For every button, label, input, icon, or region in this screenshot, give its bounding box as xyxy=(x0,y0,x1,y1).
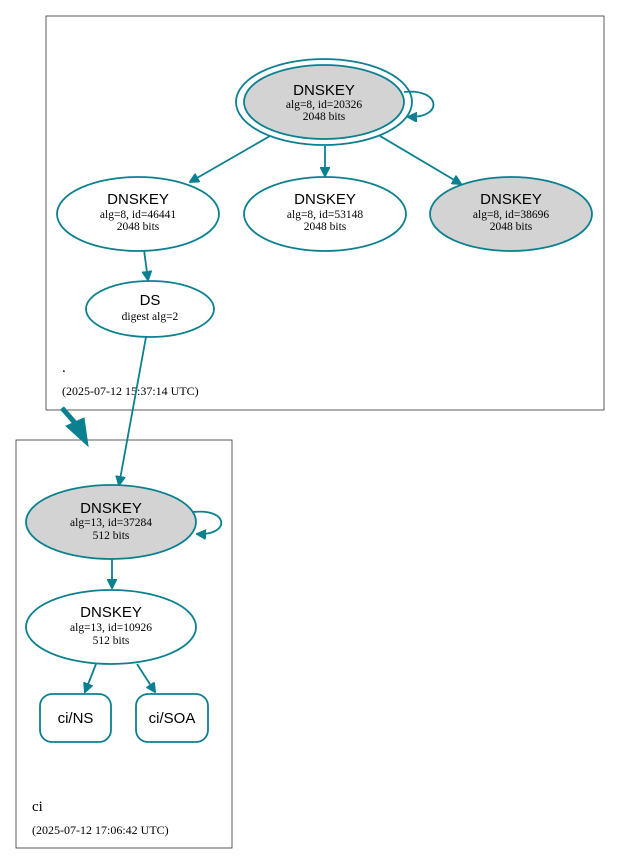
node-ci-soa: ci/SOA xyxy=(135,693,209,743)
edge-ci-zsk-to-ns xyxy=(85,663,97,692)
node-root-ksk-bits: 2048 bits xyxy=(303,111,346,123)
node-38696-alg: alg=8, id=38696 xyxy=(473,209,549,221)
node-10926-title: DNSKEY xyxy=(80,604,142,621)
edges xyxy=(85,90,461,692)
zone-root-name: . xyxy=(62,360,66,376)
node-ci-soa-label: ci/SOA xyxy=(149,710,196,727)
node-38696-bits: 2048 bits xyxy=(490,221,533,233)
edge-root-ksk-to-38696 xyxy=(379,135,461,184)
node-10926-alg: alg=13, id=10926 xyxy=(70,622,152,634)
node-root-ksk-alg: alg=8, id=20326 xyxy=(286,99,362,111)
node-ci-ksk-37284: DNSKEY alg=13, id=37284 512 bits xyxy=(25,484,197,560)
node-37284-bits: 512 bits xyxy=(93,530,130,542)
node-root-ksk-title: DNSKEY xyxy=(293,82,355,99)
edge-ds-to-ci-ksk xyxy=(119,336,147,485)
node-53148-bits: 2048 bits xyxy=(304,221,347,233)
node-46441-title: DNSKEY xyxy=(107,191,169,208)
node-ds: DS digest alg=2 xyxy=(85,280,215,338)
edge-root-ksk-self xyxy=(403,90,435,117)
zone-ci-name: ci xyxy=(32,799,43,815)
node-46441-bits: 2048 bits xyxy=(117,221,160,233)
node-ds-title: DS xyxy=(140,292,161,309)
edge-ci-ksk-self xyxy=(192,510,223,534)
node-root-dnskey-46441: DNSKEY alg=8, id=46441 2048 bits xyxy=(56,176,220,252)
node-10926-bits: 512 bits xyxy=(93,635,130,647)
node-38696-title: DNSKEY xyxy=(480,191,542,208)
edge-46441-to-ds xyxy=(144,249,148,280)
node-root-dnskey-53148: DNSKEY alg=8, id=53148 2048 bits xyxy=(243,176,407,252)
edge-root-ksk-to-46441 xyxy=(190,135,271,182)
node-root-ksk-20326: DNSKEY alg=8, id=20326 2048 bits xyxy=(235,58,413,146)
zone-delegation-arrow xyxy=(60,406,89,448)
node-ci-zsk-10926: DNSKEY alg=13, id=10926 512 bits xyxy=(25,589,197,665)
node-ci-ns-label: ci/NS xyxy=(58,710,94,727)
node-37284-alg: alg=13, id=37284 xyxy=(70,517,152,529)
node-37284-title: DNSKEY xyxy=(80,500,142,517)
node-ds-digest: digest alg=2 xyxy=(122,311,179,323)
zone-root-timestamp: (2025-07-12 15:37:14 UTC) xyxy=(62,384,199,398)
node-53148-title: DNSKEY xyxy=(294,191,356,208)
node-ci-ns: ci/NS xyxy=(39,693,112,743)
node-46441-alg: alg=8, id=46441 xyxy=(100,209,176,221)
zone-ci-timestamp: (2025-07-12 17:06:42 UTC) xyxy=(32,823,169,837)
node-53148-alg: alg=8, id=53148 xyxy=(287,209,363,221)
edge-ci-zsk-to-soa xyxy=(136,663,155,692)
node-root-dnskey-38696: DNSKEY alg=8, id=38696 2048 bits xyxy=(429,176,593,252)
